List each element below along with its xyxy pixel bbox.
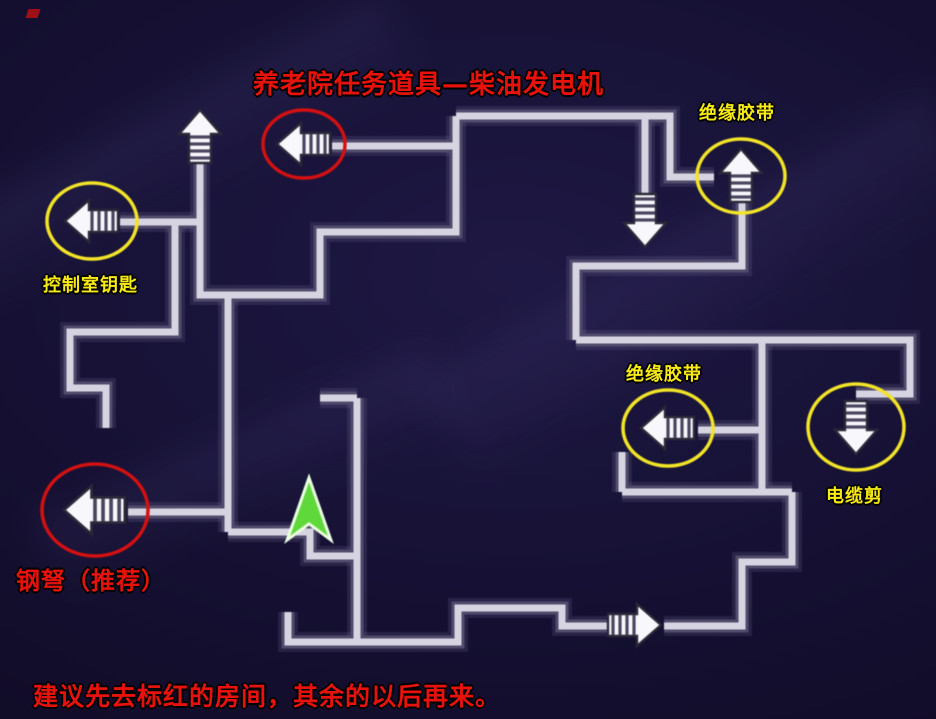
yellow-highlight-circle [695, 137, 787, 215]
exit-arrow-diesel-generator [275, 120, 332, 168]
red-highlight-circle [40, 462, 150, 558]
exit-arrow-insulating-tape-top [717, 147, 765, 204]
exit-arrow-cable-cutter [832, 399, 880, 456]
yellow-highlight-circle [806, 382, 906, 472]
exit-arrow-right-bottom [606, 601, 663, 649]
footer-note: 建议先去标红的房间，其余的以后再来。 [33, 682, 502, 711]
player-arrow [284, 473, 334, 544]
exit-arrow-down-center [621, 192, 669, 249]
yellow-highlight-circle [45, 181, 139, 261]
exit-arrow-control-room-key [63, 197, 120, 245]
red-highlight-circle [261, 108, 347, 180]
exit-arrow-up-top-left [176, 108, 224, 165]
exit-arrow-crossbow [61, 482, 127, 538]
page-title: 养老院任务道具—柴油发电机 [253, 70, 605, 100]
highlight-circle-layer [40, 108, 906, 558]
maze-corridor-layer [66, 112, 914, 646]
marker-layer [61, 108, 880, 649]
exit-arrow-insulating-tape-mid [639, 404, 696, 452]
yellow-highlight-circle [621, 388, 715, 468]
